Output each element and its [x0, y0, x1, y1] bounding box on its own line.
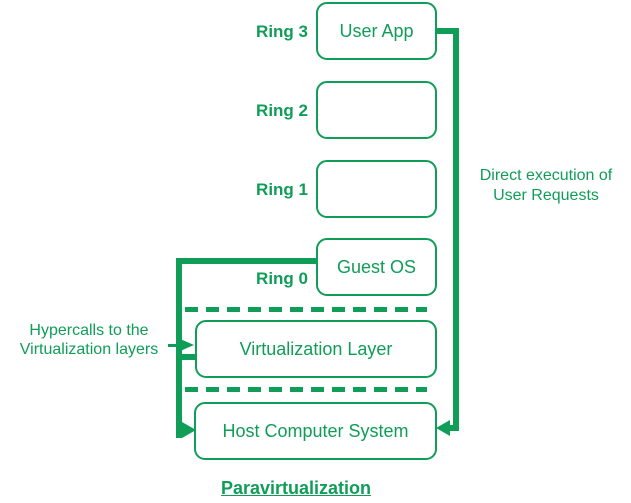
virtualization-layer-box: Virtualization Layer	[195, 320, 437, 378]
ring1-box	[316, 160, 437, 218]
user-app-box: User App	[316, 2, 437, 60]
hypercalls-annotation: Hypercalls to the Virtualization layers	[2, 321, 176, 359]
direct-execution-line-top	[437, 28, 459, 34]
hypercall-line-to-virtualization-layer	[176, 354, 197, 360]
user-app-box-label: User App	[339, 20, 414, 41]
host-computer-system-box-label: Host Computer System	[222, 420, 409, 441]
host-computer-system-box: Host Computer System	[194, 402, 437, 460]
dashed-separator-ring0	[185, 307, 427, 312]
ring2-label: Ring 2	[256, 101, 308, 120]
direct-execution-annotation: Direct execution of User Requests	[460, 166, 631, 206]
hypercalls-annotation-line	[168, 344, 182, 347]
hypercalls-annotation-line2: Virtualization layers	[19, 341, 159, 358]
ring2-box	[316, 81, 437, 139]
dashed-separator-virtualization	[185, 387, 427, 392]
hypercalls-annotation-line1: Hypercalls to the	[29, 322, 149, 339]
hypercall-line-top	[176, 258, 316, 264]
virtualization-layer-box-label: Virtualization Layer	[239, 338, 393, 359]
ring3-label: Ring 3	[256, 22, 308, 41]
guest-os-box-label: Guest OS	[336, 256, 417, 277]
arrowhead-into-host-left-icon	[182, 422, 196, 438]
arrowhead-into-virtualization-layer-icon	[178, 338, 194, 352]
ring0-label: Ring 0	[256, 269, 308, 288]
direct-execution-annotation-line2: User Requests	[493, 187, 599, 204]
arrowhead-into-host-right-icon	[436, 420, 450, 436]
direct-execution-line-vertical	[453, 28, 459, 431]
guest-os-box: Guest OS	[316, 238, 437, 296]
direct-execution-annotation-line1: Direct execution of	[479, 167, 613, 184]
direct-execution-line-bottom	[448, 425, 459, 431]
diagram-title: Paravirtualization	[220, 478, 372, 498]
ring1-label: Ring 1	[256, 180, 308, 199]
